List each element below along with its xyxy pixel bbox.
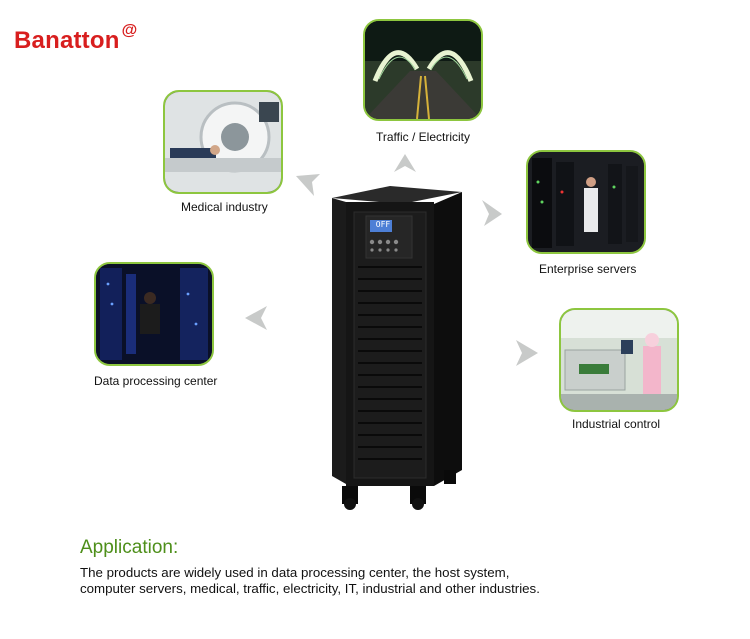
enterprise-servers-image xyxy=(526,150,646,254)
brand-logo: Banatton@ xyxy=(14,22,137,55)
industrial-control-image xyxy=(559,308,679,412)
application-title: Application: xyxy=(80,537,179,558)
ups-cabinet xyxy=(332,186,462,510)
traffic-electricity-caption: Traffic / Electricity xyxy=(376,130,471,144)
arrow-left-icon xyxy=(245,306,267,330)
ups-display-text: OFF xyxy=(375,220,391,229)
medical-industry-caption: Medical industry xyxy=(181,200,268,214)
enterprise-servers-caption: Enterprise servers xyxy=(539,262,637,276)
application-text-line-1: The products are widely used in data pro… xyxy=(80,565,510,580)
traffic-electricity-image xyxy=(363,19,483,121)
arrow-up-icon xyxy=(394,154,416,172)
application-description: The products are widely used in data pro… xyxy=(80,565,600,597)
brand-mark: @ xyxy=(121,22,138,39)
application-text-line-2: computer servers, medical, traffic, elec… xyxy=(80,581,540,596)
medical-industry-image xyxy=(163,90,283,194)
data-processing-center-image xyxy=(94,262,214,366)
arrow-upper-left-icon xyxy=(296,174,320,196)
brand-name: Banatton xyxy=(14,27,120,54)
arrow-right-icon xyxy=(516,340,538,366)
arrow-upper-right-icon xyxy=(482,200,502,226)
industrial-control-caption: Industrial control xyxy=(572,417,661,431)
data-processing-center-caption: Data processing center xyxy=(94,374,218,388)
